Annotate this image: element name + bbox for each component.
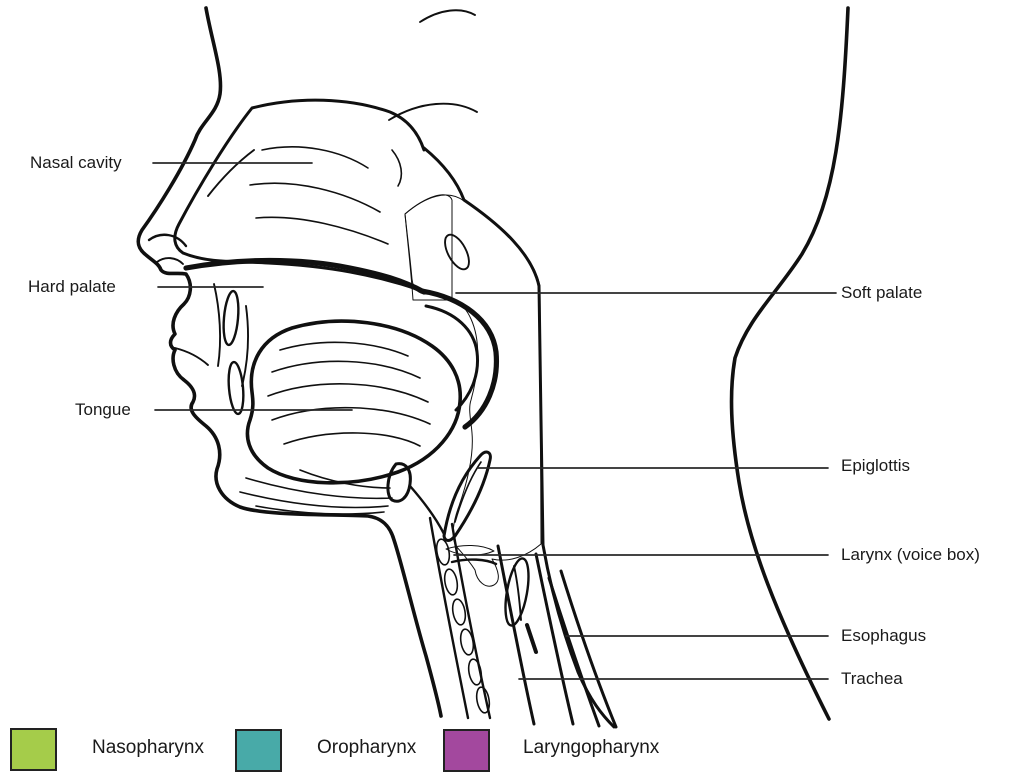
tongue-line-3 xyxy=(267,383,429,403)
ring-strip-back-edge xyxy=(450,522,492,720)
tracheal-ring-3 xyxy=(451,598,467,626)
label-tongue: Tongue xyxy=(75,400,131,419)
label-epiglottis: Epiglottis xyxy=(841,456,910,475)
turbinate-3 xyxy=(255,216,389,245)
tracheal-ring-4 xyxy=(459,628,475,656)
nasal-cavity-group xyxy=(173,98,426,292)
label-larynx: Larynx (voice box) xyxy=(841,545,980,564)
tongue-line-1 xyxy=(279,341,409,357)
head-profile xyxy=(136,6,443,718)
tracheal-ring-1 xyxy=(435,538,451,566)
tongue-line-2 xyxy=(271,360,421,379)
label-nasal-cavity: Nasal cavity xyxy=(30,153,122,172)
legend-label-laryngopharynx: Laryngopharynx xyxy=(523,737,660,758)
nasal-cavity-outline xyxy=(173,98,426,292)
epiglottis-leaf xyxy=(442,450,492,542)
legend-swatch-laryngopharynx xyxy=(443,729,490,772)
epiglottis-inner-line xyxy=(454,461,482,523)
nostril-base xyxy=(156,257,184,265)
pharynx-regions xyxy=(404,194,542,587)
esophagus-front-wall xyxy=(547,576,601,728)
label-trachea: Trachea xyxy=(841,669,903,688)
back-of-head-outline xyxy=(729,6,850,721)
turbinate-2 xyxy=(249,182,381,213)
upper-incisor xyxy=(222,289,240,347)
esophagus-back-wall xyxy=(559,569,618,729)
inner-gum-line xyxy=(241,305,249,387)
mylohyoid-line-2 xyxy=(239,491,389,509)
tongue-line-5 xyxy=(283,432,421,447)
cartilage-ring-strip xyxy=(428,516,492,720)
skull-detail xyxy=(388,9,478,121)
trachea-front-wall xyxy=(496,544,536,726)
teeth-group xyxy=(213,283,249,416)
floor-of-mouth-group xyxy=(239,462,446,536)
label-esophagus: Esophagus xyxy=(841,626,927,645)
mylohyoid-line-1 xyxy=(245,477,393,500)
legend-label-nasopharynx: Nasopharynx xyxy=(92,737,204,758)
tongue-group xyxy=(245,319,463,485)
neck-tubes-group xyxy=(496,544,618,729)
label-hard-palate: Hard palate xyxy=(28,277,116,296)
mylohyoid-line-3 xyxy=(255,505,385,515)
hard-palate-line xyxy=(183,257,427,295)
tracheal-ring-2 xyxy=(443,568,459,596)
tongue-outline xyxy=(245,319,463,485)
legend-swatch-nasopharynx xyxy=(10,728,57,771)
nasal-bridge-inner xyxy=(207,149,255,197)
front-gum-line xyxy=(213,283,221,367)
tracheal-ring-5 xyxy=(467,658,483,686)
mouth-seam xyxy=(174,347,209,366)
label-soft-palate: Soft palate xyxy=(841,283,923,302)
lower-incisor xyxy=(227,360,245,416)
auditory-tube-opening xyxy=(444,233,470,271)
hyoid-epiglottis-ligament xyxy=(408,484,446,536)
turbinate-1 xyxy=(261,146,369,169)
pharynx-gradient-region xyxy=(404,194,542,587)
pharynx-top-fade xyxy=(404,194,453,301)
soft-palate-outer xyxy=(419,288,500,430)
legend-swatch-oropharynx xyxy=(235,729,282,772)
face-profile-outline xyxy=(136,6,443,718)
infraglottic-line xyxy=(525,623,538,654)
leader-lines xyxy=(152,162,837,680)
vocal-fold-upper xyxy=(445,545,495,556)
vocal-fold-lower xyxy=(450,558,498,566)
soft-palate-inner xyxy=(424,304,480,412)
ring-strip-front-edge xyxy=(428,516,470,720)
tongue-line-4 xyxy=(271,406,431,425)
hyoid-bone xyxy=(386,462,412,503)
tracheal-ring-6 xyxy=(475,686,491,714)
legend-label-oropharynx: Oropharynx xyxy=(317,737,417,758)
trachea-back-wall xyxy=(534,552,575,726)
sphenoid-hook xyxy=(391,149,403,187)
ventricle-inner-line xyxy=(513,565,522,621)
palate-group xyxy=(183,233,500,430)
nostril-wing xyxy=(147,233,188,248)
mylohyoid-line-4 xyxy=(299,469,391,489)
epiglottis-group xyxy=(442,450,492,542)
skull-arc-top xyxy=(419,9,476,23)
